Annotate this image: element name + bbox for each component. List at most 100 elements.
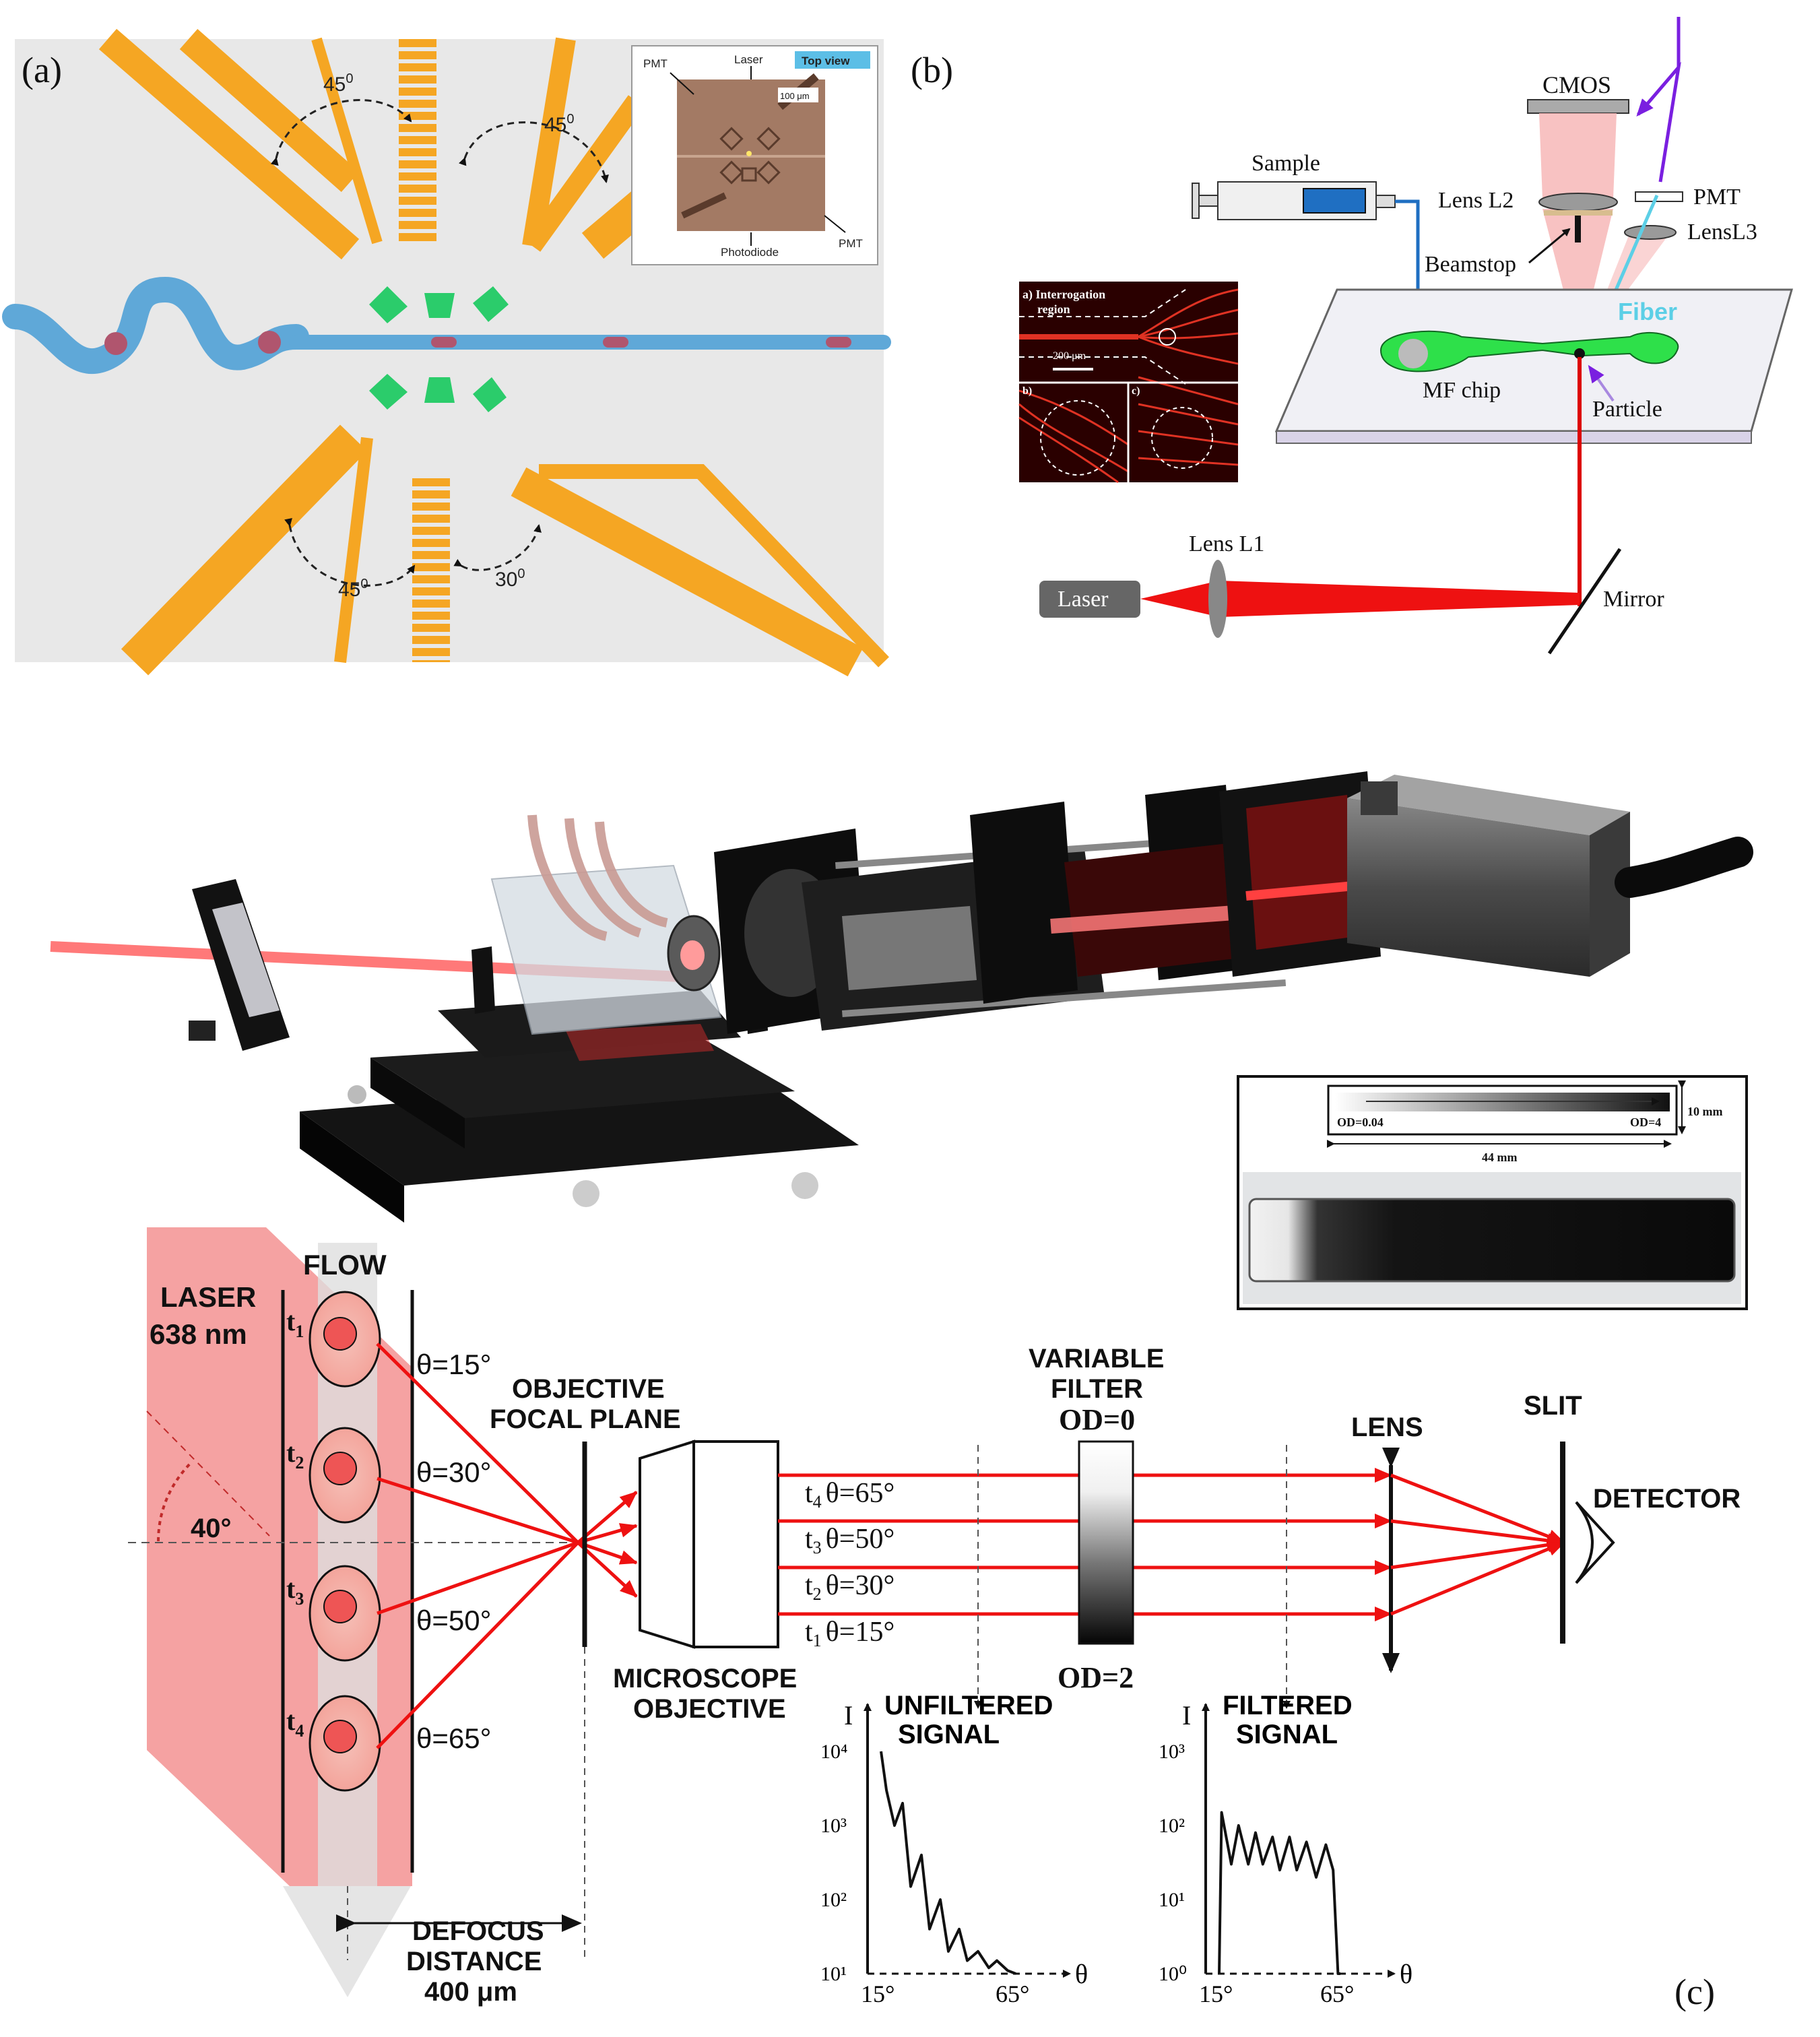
- objective-lens-glow: [680, 940, 705, 970]
- theta-label: θ=30°: [416, 1456, 491, 1488]
- panel-c-render: OD=0.04 OD=4 10 mm 44 mm: [50, 771, 1753, 1310]
- beamstop-pointer: [1528, 228, 1571, 264]
- chart-title: SIGNAL: [898, 1720, 1000, 1749]
- base-plate-top: [370, 1037, 795, 1118]
- syringe-tip: [1375, 195, 1396, 208]
- detector-eye: [1575, 1501, 1615, 1584]
- laser-beam-diverging: [1140, 581, 1219, 617]
- thumb-screw: [791, 1172, 818, 1199]
- cage-plate: [970, 802, 1078, 1004]
- green-electrode: [424, 377, 455, 403]
- x-tick-label: 15°: [861, 1980, 895, 2007]
- particles: [104, 331, 851, 355]
- height-label: 10 mm: [1687, 1105, 1723, 1118]
- inset-scale-label: 200 μm: [1053, 350, 1086, 362]
- theta-label: θ=65°: [416, 1722, 491, 1754]
- particle-pointer: [1588, 364, 1615, 402]
- chip-slide: [1274, 288, 1793, 432]
- purple-signal-path: [1636, 61, 1681, 183]
- inset-photodiode-label: Photodiode: [721, 246, 779, 259]
- od-start-label: OD=0.04: [1337, 1116, 1384, 1129]
- diverging-ray: [577, 1541, 638, 1598]
- streak: [1138, 309, 1239, 338]
- inset-label-b: b): [1022, 385, 1032, 397]
- green-electrode: [473, 286, 509, 322]
- variable-filter-label: VARIABLE: [1029, 1344, 1164, 1373]
- x-tick-label: 65°: [1320, 1980, 1354, 2007]
- x-tick-label: 15°: [1199, 1980, 1233, 2007]
- scatter-ray: [376, 1541, 579, 1749]
- cmos-label: CMOS: [1542, 71, 1611, 98]
- y-tick-label: 10⁰: [1159, 1963, 1187, 1985]
- angle-arc: [157, 1460, 193, 1542]
- laser-label: LASER: [160, 1281, 256, 1313]
- y-tick-label: 10¹: [820, 1963, 847, 1985]
- objective-label: MICROSCOPE: [613, 1664, 797, 1693]
- electrodes-bottom: [121, 424, 889, 677]
- lens-l2-label: Lens L2: [1438, 188, 1514, 213]
- time-label: t4: [286, 1706, 304, 1741]
- mirror-label: Mirror: [1603, 587, 1664, 612]
- beamstop: [1575, 216, 1581, 243]
- lens-l3: [1624, 225, 1677, 240]
- inset-title-box: [795, 51, 870, 69]
- time-label: t3: [286, 1574, 304, 1609]
- inset-pointer: [670, 66, 846, 246]
- diverging-ray: [577, 1523, 638, 1545]
- cage-tube-lit: [1064, 842, 1253, 977]
- angle-arc-bottom-right: [453, 524, 542, 571]
- pmt-detector: [1635, 191, 1683, 202]
- base-plate-bottom-side: [300, 1111, 404, 1223]
- cell-nucleus: [323, 1452, 357, 1485]
- variable-filter: [1078, 1440, 1134, 1645]
- particle-dot: [1574, 348, 1585, 359]
- chip-slide-edge: [1276, 430, 1752, 444]
- objective-barrel: [842, 906, 977, 990]
- angle-label: 450: [323, 71, 354, 96]
- cell-nucleus: [323, 1590, 357, 1623]
- detector-label: DETECTOR: [1593, 1484, 1741, 1514]
- scatter-cone-upper: [1539, 113, 1617, 199]
- green-electrode: [369, 286, 408, 323]
- inset-dashed-region: [1019, 289, 1186, 385]
- defocus-label: DISTANCE: [406, 1947, 542, 1976]
- panel-b: (b) CMOS: [911, 17, 1793, 655]
- panel-c-schematic: FLOW LASER 638 nm 40° OBJECTIVE FOCAL PL…: [128, 1227, 1741, 2012]
- cells: [308, 1291, 381, 1792]
- syringe: [1192, 181, 1396, 220]
- inset-pmt-label: PMT: [643, 57, 668, 70]
- green-electrodes: [369, 286, 509, 412]
- microscope-objective: [639, 1440, 695, 1649]
- cell-nucleus: [323, 1317, 357, 1351]
- inset-electrode: [719, 127, 744, 151]
- x-tick-label: 65°: [996, 1980, 1029, 2007]
- syringe-handle: [1192, 183, 1200, 219]
- detector-cable: [1615, 837, 1753, 898]
- angle-label: 450: [544, 112, 575, 136]
- microscope-objective-body: [692, 1440, 779, 1648]
- inset-electrode: [756, 127, 781, 151]
- flow-label: FLOW: [303, 1249, 387, 1281]
- y-tick-label: 10⁴: [820, 1741, 847, 1763]
- signal-line: [1218, 1811, 1340, 1975]
- inset-dashed-circle: [1040, 400, 1115, 476]
- particle: [431, 337, 457, 348]
- stage-glow: [566, 1024, 714, 1061]
- particle: [104, 332, 127, 355]
- inset-laser-label: Laser: [734, 53, 763, 66]
- angle-label: 300: [495, 567, 525, 591]
- time-label: t2: [286, 1437, 304, 1473]
- particle: [603, 337, 628, 348]
- inset-spot: [746, 151, 752, 156]
- time-label: t1: [286, 1306, 304, 1341]
- electrode: [539, 464, 889, 668]
- streak: [1018, 403, 1129, 473]
- y-tick-label: 10²: [1159, 1815, 1185, 1837]
- lens-label: LENS: [1351, 1413, 1423, 1442]
- slit-label: SLIT: [1524, 1391, 1582, 1421]
- streak: [1138, 335, 1239, 365]
